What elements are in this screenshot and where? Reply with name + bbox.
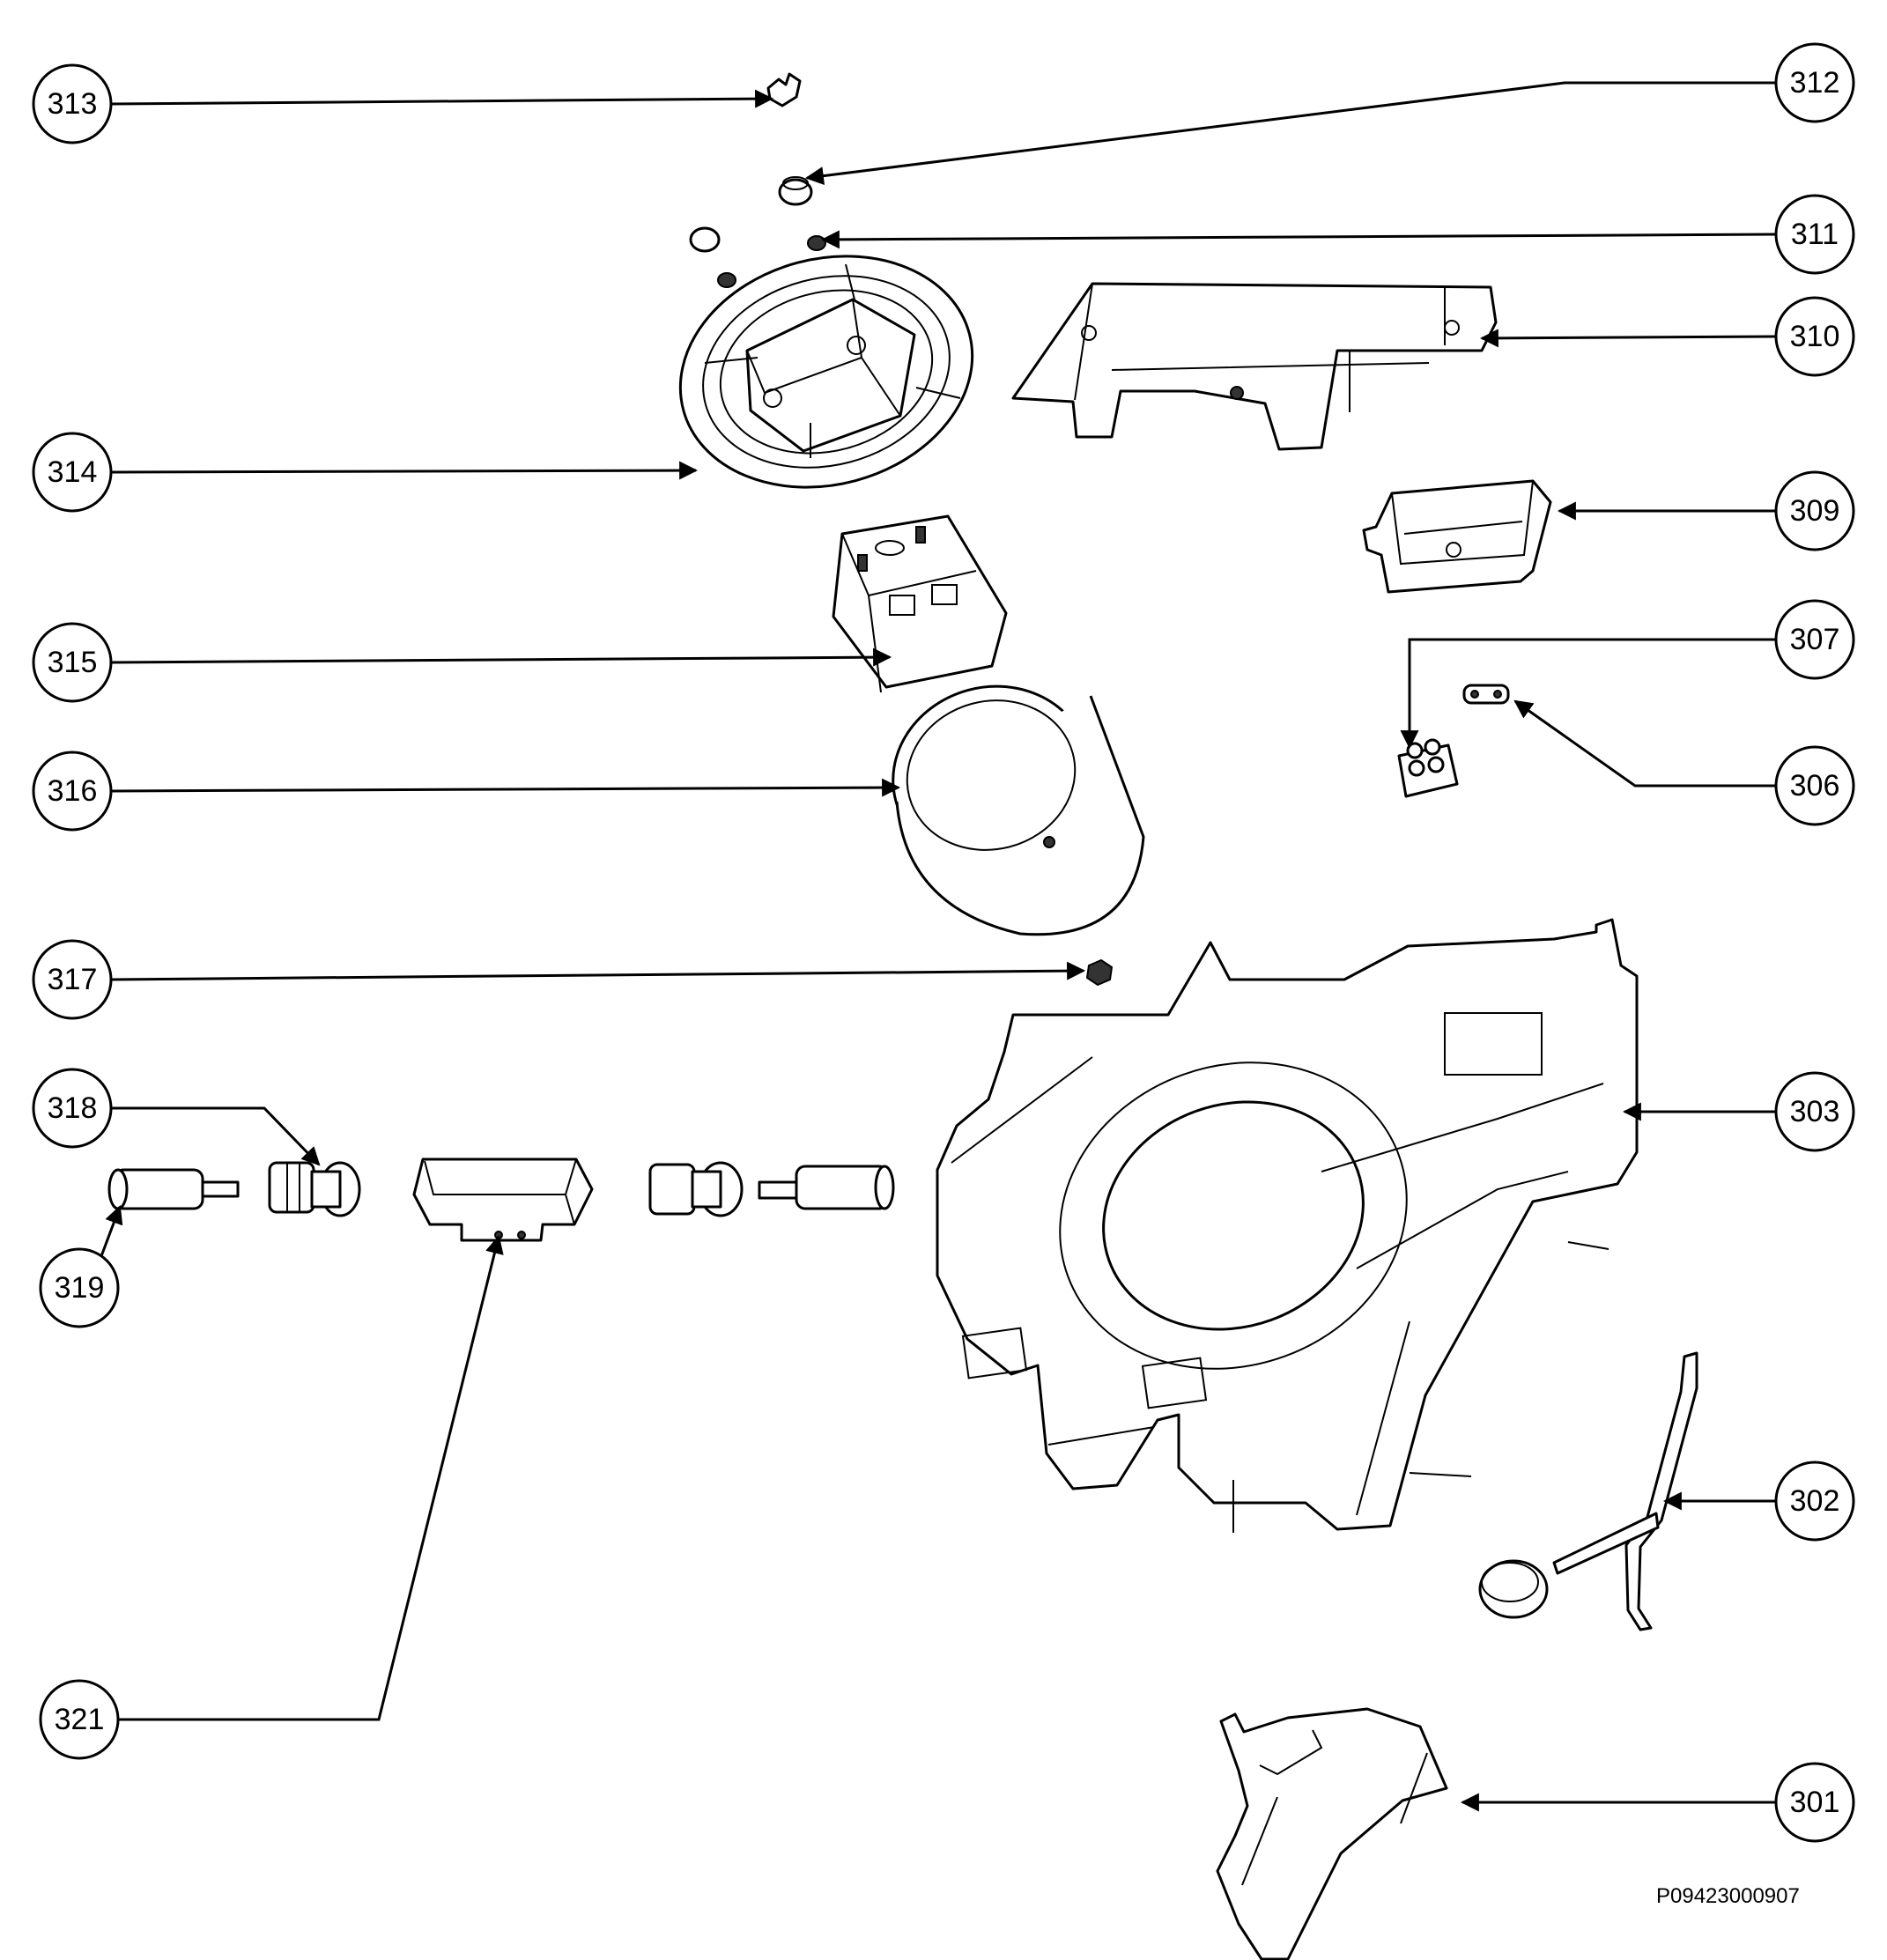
part-306-plate xyxy=(1462,684,1510,705)
part-309-switch-housing xyxy=(1362,479,1552,594)
callout-301[interactable]: 301 xyxy=(1774,1762,1855,1843)
callout-319[interactable]: 319 xyxy=(39,1247,120,1328)
part-314-motor-mount xyxy=(678,255,974,489)
part-310-cover xyxy=(1011,282,1498,451)
part-317-nut xyxy=(1085,958,1114,987)
callout-315[interactable]: 315 xyxy=(32,622,113,703)
callout-314-label: 314 xyxy=(48,455,98,489)
drawing-reference-code: P09423000907 xyxy=(1656,1884,1800,1908)
part-316-drum xyxy=(892,684,1145,936)
part-319-pin-right xyxy=(758,1165,895,1210)
callout-314[interactable]: 314 xyxy=(32,432,113,513)
callout-303-label: 303 xyxy=(1790,1095,1840,1128)
part-319-pin xyxy=(107,1168,240,1210)
callout-315-label: 315 xyxy=(48,646,98,679)
part-318-coupling xyxy=(268,1161,361,1217)
part-318-coupling-right xyxy=(648,1161,744,1217)
callout-306-label: 306 xyxy=(1790,769,1840,802)
callout-310[interactable]: 310 xyxy=(1774,296,1855,377)
callout-311-label: 311 xyxy=(1791,218,1839,251)
part-321-axle-housing xyxy=(412,1158,594,1242)
part-303-main-housing xyxy=(936,918,1639,1533)
callout-302[interactable]: 302 xyxy=(1774,1461,1855,1542)
callout-310-label: 310 xyxy=(1790,320,1840,353)
callout-319-label: 319 xyxy=(55,1271,105,1305)
callout-309[interactable]: 309 xyxy=(1774,470,1855,551)
callout-312[interactable]: 312 xyxy=(1774,42,1855,123)
callout-307[interactable]: 307 xyxy=(1774,599,1855,680)
callout-317[interactable]: 317 xyxy=(32,939,113,1020)
callout-312-label: 312 xyxy=(1790,66,1840,100)
callout-307-label: 307 xyxy=(1790,623,1840,656)
part-301-flap xyxy=(1216,1707,1448,1960)
callout-313[interactable]: 313 xyxy=(32,63,113,144)
callout-306[interactable]: 306 xyxy=(1774,745,1855,826)
leader-lines xyxy=(97,81,1777,1812)
part-315-motor xyxy=(832,514,1008,693)
callout-309-label: 309 xyxy=(1790,494,1840,528)
callout-318-label: 318 xyxy=(48,1091,98,1125)
callout-303[interactable]: 303 xyxy=(1774,1071,1855,1152)
callout-301-label: 301 xyxy=(1790,1786,1840,1819)
callout-302-label: 302 xyxy=(1790,1484,1840,1518)
part-302-lever xyxy=(1478,1351,1698,1631)
part-307-terminal-block xyxy=(1397,738,1459,798)
callout-321-label: 321 xyxy=(55,1703,105,1736)
callout-316[interactable]: 316 xyxy=(32,751,113,832)
part-312-plug xyxy=(778,176,813,206)
part-313-clip xyxy=(766,72,802,107)
callout-321[interactable]: 321 xyxy=(39,1679,120,1760)
callout-311[interactable]: 311 xyxy=(1774,194,1855,275)
callout-318[interactable]: 318 xyxy=(32,1068,113,1149)
callout-317-label: 317 xyxy=(48,963,98,996)
callout-313-label: 313 xyxy=(48,87,98,121)
callout-316-label: 316 xyxy=(48,774,98,808)
